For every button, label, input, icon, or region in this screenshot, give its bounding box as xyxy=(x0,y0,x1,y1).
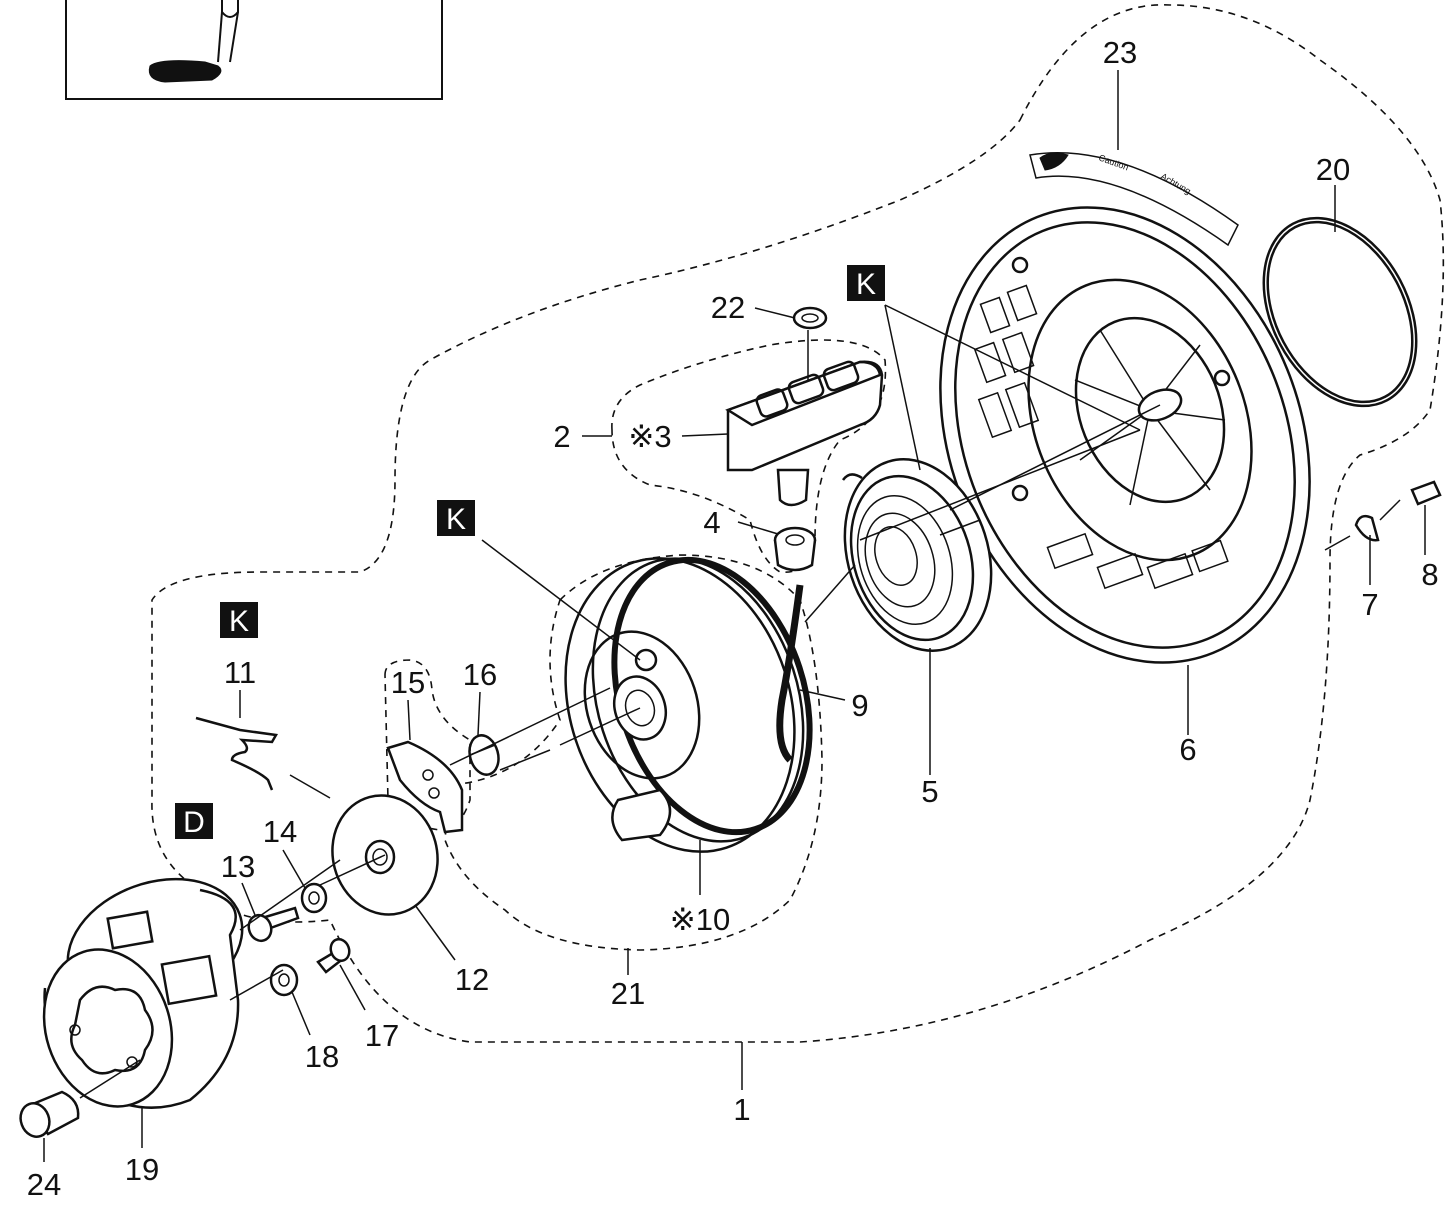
callout-19: 19 xyxy=(125,1152,159,1187)
part-17-bolt xyxy=(316,937,351,974)
callout-3: ※3 xyxy=(628,419,671,454)
callout-2: 2 xyxy=(553,419,570,454)
inset-frame xyxy=(65,0,443,100)
svg-text:K: K xyxy=(229,605,249,638)
callout-14: 14 xyxy=(263,814,297,849)
housing-vent-slots xyxy=(973,284,1229,590)
svg-text:K: K xyxy=(446,503,466,536)
callout-18: 18 xyxy=(305,1039,339,1074)
callout-10: ※10 xyxy=(670,902,730,937)
callout-8: 8 xyxy=(1421,557,1438,592)
callout-12: 12 xyxy=(455,962,489,997)
part-24-sleeve xyxy=(19,1090,80,1138)
callout-24: 24 xyxy=(27,1167,61,1202)
callout-13: 13 xyxy=(221,849,255,884)
svg-text:K: K xyxy=(856,268,876,301)
part-7-clip xyxy=(1354,514,1380,542)
part-4-grommet xyxy=(773,526,817,572)
assembly-1-boundary xyxy=(151,4,1445,1043)
part-15-ratchet xyxy=(386,740,464,834)
callout-9: 9 xyxy=(851,688,868,723)
callout-5: 5 xyxy=(921,774,938,809)
part-16-spring-clip xyxy=(468,734,500,776)
part-13-screw xyxy=(247,906,300,943)
callout-22: 22 xyxy=(711,290,745,325)
callout-11: 11 xyxy=(224,655,256,690)
callout-1: 1 xyxy=(733,1092,750,1127)
assembly-axis-lines xyxy=(79,404,1401,1099)
callout-23: 23 xyxy=(1103,35,1137,70)
part-3-handle xyxy=(725,360,884,507)
badge-k-left: K xyxy=(220,602,258,638)
part-19-starter-cup xyxy=(42,877,244,1109)
callout-15: 15 xyxy=(391,665,425,700)
callout-leaders xyxy=(43,70,1426,1162)
part-14-washer xyxy=(300,882,328,914)
part-6-recoil-housing xyxy=(939,206,1311,664)
part-20-o-ring xyxy=(1262,216,1418,408)
part-8-screw xyxy=(1410,480,1442,506)
badge-k-middle: K xyxy=(437,500,475,536)
callout-4: 4 xyxy=(703,505,720,540)
part-11-friction-spring xyxy=(195,716,279,791)
assembly-21-boundary xyxy=(444,554,823,951)
assembly-2-boundary xyxy=(611,339,887,573)
badge-k-top: K xyxy=(847,265,885,301)
callout-17: 17 xyxy=(365,1018,399,1053)
callout-7: 7 xyxy=(1361,587,1378,622)
callout-16: 16 xyxy=(463,657,497,692)
badge-d-left: D xyxy=(175,803,213,839)
callout-20: 20 xyxy=(1316,152,1350,187)
part-9-rope xyxy=(776,584,804,763)
part-20-o-ring-inner xyxy=(1266,220,1414,404)
sticker-caution-text: Caution xyxy=(1097,152,1130,172)
part-18-washer xyxy=(269,963,299,997)
svg-text:D: D xyxy=(183,806,205,839)
callout-6: 6 xyxy=(1179,732,1196,767)
callout-21: 21 xyxy=(611,976,645,1011)
sticker-achtung-text: Achtung xyxy=(1159,171,1193,196)
part-22-cap xyxy=(792,306,828,330)
